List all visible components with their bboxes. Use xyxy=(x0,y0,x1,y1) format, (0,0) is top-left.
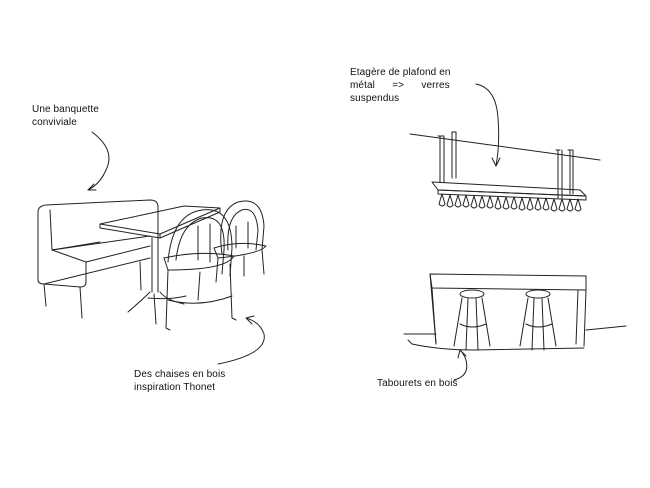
annotation-tabourets-line1: Tabourets en bois xyxy=(377,378,458,389)
arrowhead-tabourets-icon xyxy=(457,349,467,359)
arrow-chaises-icon xyxy=(217,317,265,365)
annotation-etagere-line3: suspendus xyxy=(350,93,400,104)
annotation-banquette-line1: Une banquette xyxy=(32,104,99,115)
annotation-banquette: Une banquette conviviale xyxy=(32,103,122,129)
arrow-etagere-icon xyxy=(475,83,500,167)
annotation-chaises-line2: inspiration Thonet xyxy=(134,382,216,393)
thonet-chairs-drawing xyxy=(163,200,267,331)
bar-stools-drawing xyxy=(453,289,557,351)
annotation-tabourets: Tabourets en bois xyxy=(377,377,487,390)
annotation-chaises: Des chaises en bois inspiration Thonet xyxy=(134,368,264,394)
arrowhead-banquette-icon xyxy=(87,183,97,191)
arrow-banquette-icon xyxy=(87,131,110,191)
annotation-etagere-line1: Etagère de plafond en xyxy=(350,67,451,78)
annotation-etagere: Etagère de plafond en métal => verres su… xyxy=(350,66,456,105)
bar-counter-drawing xyxy=(403,273,627,351)
banquette-drawing xyxy=(37,199,159,319)
annotation-banquette-line2: conviviale xyxy=(32,117,77,128)
annotation-chaises-line1: Des chaises en bois xyxy=(134,369,226,380)
arrowhead-chaises-icon xyxy=(245,315,255,325)
ceiling-rack-drawing xyxy=(409,131,601,212)
arrowhead-etagere-icon xyxy=(491,157,501,167)
annotation-etagere-line2: métal => verres xyxy=(350,80,450,91)
bistro-table-drawing xyxy=(99,205,221,325)
